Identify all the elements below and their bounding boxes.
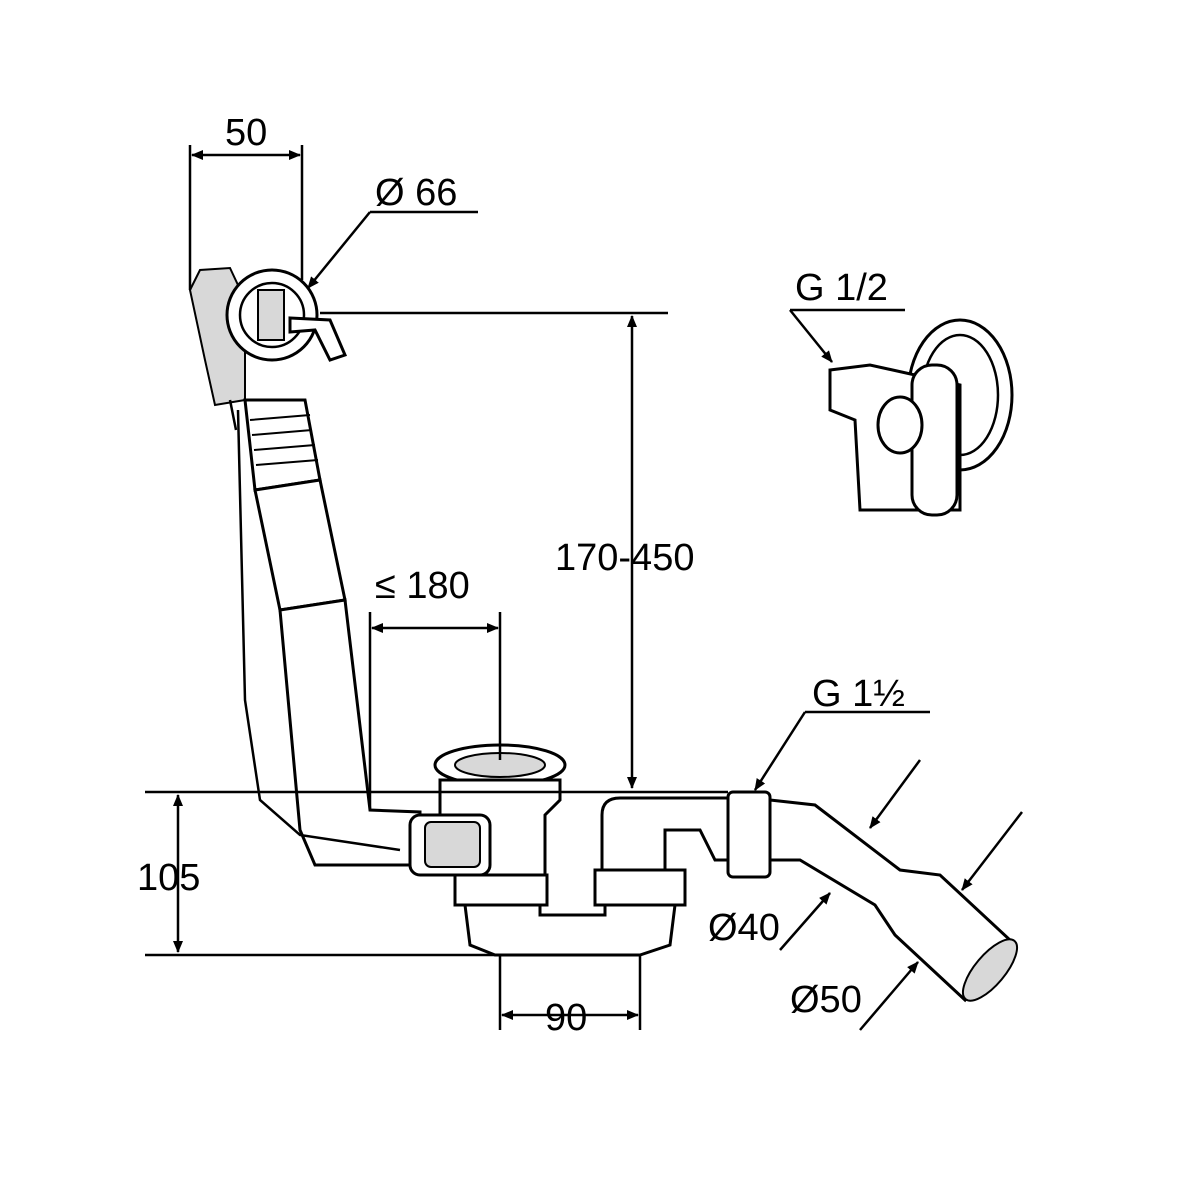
dimension-height-range: 170-450: [555, 537, 694, 579]
inlet-fitting: [828, 318, 1014, 517]
drain-and-trap: [408, 743, 1018, 1003]
dimension-trap-spacing: 90: [545, 997, 587, 1039]
dimension-max-distance: ≤ 180: [375, 565, 470, 607]
dimension-overflow-diameter: Ø 66: [375, 172, 457, 214]
overflow-assembly: [188, 266, 422, 867]
dimension-pipe-diameter-large: Ø50: [790, 979, 862, 1021]
dimension-height: 105: [137, 857, 200, 899]
dimension-width-top: 50: [225, 112, 267, 154]
dimension-inlet-thread: G 1/2: [795, 267, 888, 309]
dimension-pipe-diameter-small: Ø40: [708, 907, 780, 949]
dimension-outlet-thread: G 1½: [812, 673, 905, 715]
